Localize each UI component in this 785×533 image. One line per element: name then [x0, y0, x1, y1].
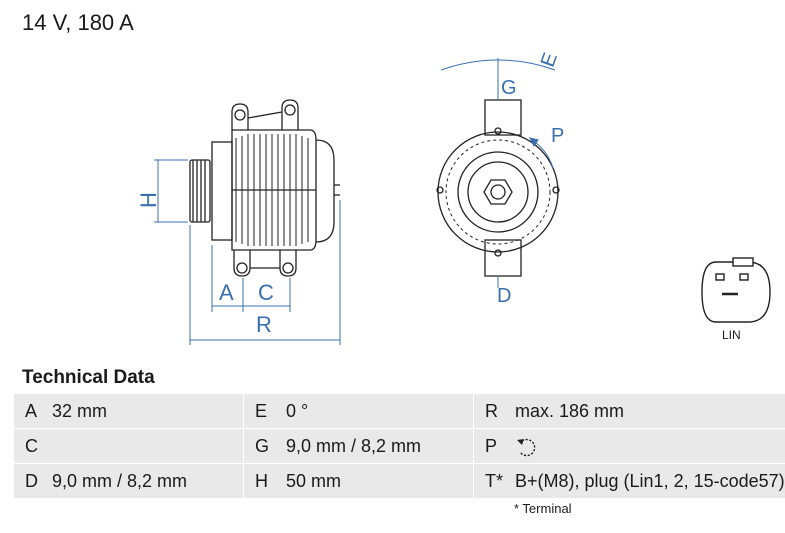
dim-label-d: D: [497, 285, 511, 307]
technical-data-table: A 32 mm E 0 ° R max. 186 mm C G 9,0 mm /…: [14, 394, 785, 499]
dim-label-h: H: [136, 192, 161, 208]
dim-label-g: G: [501, 77, 517, 99]
spec-value: 0 °: [286, 401, 309, 421]
side-view-dimensions: [154, 159, 341, 345]
alternator-side-view: [189, 99, 340, 277]
dim-label-r: R: [256, 312, 272, 337]
spec-key: C: [25, 436, 38, 456]
dim-label-e: E: [537, 50, 562, 70]
dim-label-a: A: [219, 280, 234, 305]
lin-connector-icon: [701, 257, 771, 323]
column-divider: [243, 394, 244, 499]
spec-value: B+(M8), plug (Lin1, 2, 15-code57): [515, 471, 785, 491]
spec-key: P: [485, 436, 498, 456]
spec-key: T*: [485, 471, 503, 491]
table-row: D 9,0 mm / 8,2 mm H 50 mm T* B+(M8), plu…: [14, 464, 785, 498]
terminal-footnote: * Terminal: [514, 501, 572, 516]
table-row: A 32 mm E 0 ° R max. 186 mm: [14, 394, 785, 428]
table-row: C G 9,0 mm / 8,2 mm P: [14, 429, 785, 463]
spec-key: E: [255, 401, 268, 421]
clockwise-rotation-icon: [517, 438, 536, 457]
spec-value: 9,0 mm / 8,2 mm: [52, 471, 188, 491]
spec-value: max. 186 mm: [515, 401, 625, 421]
spec-value: 50 mm: [286, 471, 342, 491]
spec-key: G: [255, 436, 270, 456]
product-title: 14 V, 180 A: [22, 10, 134, 35]
alternator-front-view: [436, 99, 560, 277]
technical-data-heading: Technical Data: [22, 367, 155, 388]
spec-value: 9,0 mm / 8,2 mm: [286, 436, 422, 456]
spec-key: H: [255, 471, 268, 491]
column-divider: [473, 394, 474, 499]
spec-key: A: [25, 401, 38, 421]
spec-value: 32 mm: [52, 401, 108, 421]
connector-label: LIN: [722, 328, 741, 342]
alternator-technical-drawing: H A C R E G P D: [136, 50, 771, 345]
dim-label-p: P: [551, 125, 564, 147]
spec-key: D: [25, 471, 38, 491]
dim-label-c: C: [258, 280, 274, 305]
spec-key: R: [485, 401, 498, 421]
front-view-dimensions: [440, 58, 556, 288]
